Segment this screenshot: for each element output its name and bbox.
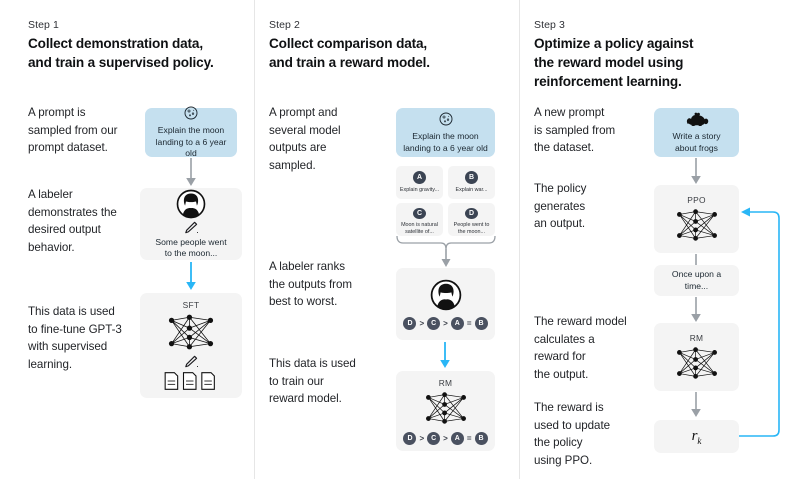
step-2-rm-title: RM [438, 377, 453, 388]
step-2-output-card-d[interactable]: D People went to the moon... [448, 203, 495, 236]
step-3-feedback-loop-arrow [739, 207, 780, 437]
step-1-paragraph-2: A labeler demonstrates the desired outpu… [28, 188, 117, 254]
rank-op-2: > [443, 318, 448, 328]
step-2-output-card-b[interactable]: B Explain war... [448, 166, 495, 199]
step-3-arrow-4 [691, 392, 701, 417]
rank-op-1: > [419, 433, 425, 443]
step-2-output-text-b: Explain war... [455, 187, 488, 193]
step-1-paragraph-3: This data is used to fine-tune GPT-3 wit… [28, 305, 122, 371]
step-2-label: Step 2 [269, 19, 300, 31]
step-3-output-box[interactable]: Once upon a time... [654, 265, 739, 296]
step-2-paragraph-2: A labeler ranks the outputs from best to… [269, 260, 352, 308]
step-3-prompt-box[interactable]: Write a story about frogs [654, 108, 739, 157]
step-3-output-caption: Once upon a time... [671, 269, 722, 291]
step-2-prompt-box[interactable]: Explain the moon landing to a 6 year old [396, 108, 495, 157]
step-3-title: Optimize a policy against the reward mod… [534, 36, 694, 89]
rank-chip-d: D [403, 431, 417, 445]
step-1-demonstration-box[interactable]: Some people went to the moon... [140, 188, 242, 260]
step-2-ranking-box[interactable]: D > C > A = B [396, 268, 495, 340]
rank-op-1: > [419, 318, 425, 328]
rank-op-3: = [466, 318, 472, 328]
step-3-paragraph-1: A new prompt is sampled from the dataset… [534, 106, 616, 154]
rank-chip-a: A [450, 316, 464, 330]
step-2-arrow-blue [440, 342, 450, 368]
step-1-prompt-caption: Explain the moon landing to a 6 year old [155, 125, 227, 159]
neural-net-icon [671, 344, 723, 382]
step-2-column: Step 2 Collect comparison data, and trai… [254, 0, 519, 479]
step-3-arrow-1 [691, 158, 701, 184]
rank-op-2: > [443, 433, 448, 443]
step-1-sft-title: SFT [182, 300, 200, 310]
rank-chip-d: D [403, 316, 417, 330]
step-3-label: Step 3 [534, 19, 565, 31]
rank-chip-c: C [427, 431, 441, 445]
step-2-output-card-a[interactable]: A Explain gravity... [396, 166, 443, 199]
step-3-column: Step 3 Optimize a policy against the rew… [519, 0, 788, 479]
step-1-paragraph-1: A prompt is sampled from our prompt data… [28, 106, 118, 154]
step-2-paragraph-1: A prompt and several model outputs are s… [269, 106, 341, 172]
step-3-reward-model-box[interactable]: RM [654, 323, 739, 391]
step-3-paragraph-3: The reward model calculates a reward for… [534, 315, 627, 381]
documents-icon [163, 371, 219, 391]
rank-chip-c: C [427, 316, 441, 330]
step-1-prompt-box[interactable]: Explain the moon landing to a 6 year old [145, 105, 237, 159]
chip-a: A [413, 171, 426, 184]
frog-icon [685, 111, 709, 127]
step-2-ranking-labeler: D > C > A = B [403, 316, 488, 330]
step-2-output-text-c: Moon is natural satellite of... [401, 222, 438, 235]
step-1-arrow-2 [186, 262, 196, 290]
step-1-column: Step 1 Collect demonstration data, and t… [0, 0, 254, 479]
step-3-rm-title: RM [689, 332, 704, 343]
reward-symbol: rk [691, 427, 702, 446]
step-3-arrow-3 [691, 297, 701, 322]
step-1-title: Collect demonstration data, and train a … [28, 36, 214, 70]
rank-chip-b: B [474, 431, 488, 445]
step-3-ppo-box[interactable]: PPO [654, 185, 739, 253]
step-2-reward-model-box[interactable]: RM D > C > A [396, 371, 495, 451]
step-2-title: Collect comparison data, and train a rew… [269, 36, 430, 70]
chip-b: B [465, 171, 478, 184]
rank-chip-a: A [450, 431, 464, 445]
step-2-brace-arrow [396, 235, 496, 267]
chip-d: D [465, 208, 478, 219]
neural-net-icon [420, 389, 472, 427]
step-2-prompt-caption: Explain the moon landing to a 6 year old [403, 131, 488, 153]
step-2-output-text-a: Explain gravity... [399, 187, 440, 193]
rank-chip-b: B [474, 316, 488, 330]
moon-icon [183, 105, 199, 121]
step-2-output-text-d: People went to the moon... [453, 222, 490, 235]
step-3-paragraph-2: The policy generates an output. [534, 182, 587, 230]
chip-c: C [413, 208, 426, 219]
pencil-icon [183, 355, 199, 368]
step-2-output-card-c[interactable]: C Moon is natural satellite of... [396, 203, 443, 236]
neural-net-icon [163, 311, 219, 353]
step-2-paragraph-3: This data is used to train our reward mo… [269, 357, 356, 405]
labeler-icon [430, 279, 462, 311]
step-1-label: Step 1 [28, 19, 59, 31]
step-2-ranking-rm: D > C > A = B [403, 431, 488, 445]
step-1-sft-box[interactable]: SFT [140, 293, 242, 398]
step-3-ppo-title: PPO [687, 194, 706, 205]
step-1-demonstration-caption: Some people went to the moon... [155, 236, 227, 259]
step-3-reward-box[interactable]: rk [654, 420, 739, 453]
labeler-icon [176, 189, 206, 219]
step-1-arrow-1 [186, 158, 196, 186]
neural-net-icon [671, 206, 723, 244]
step-3-prompt-caption: Write a story about frogs [672, 131, 721, 153]
rank-op-3: = [466, 433, 472, 443]
step-3-paragraph-4: The reward is used to update the policy … [534, 401, 611, 467]
pencil-icon [183, 221, 199, 234]
moon-icon [438, 111, 454, 127]
